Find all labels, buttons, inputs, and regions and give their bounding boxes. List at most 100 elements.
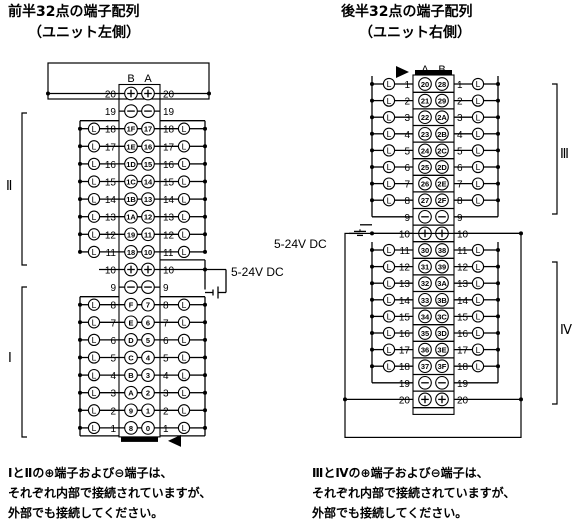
left-terminal-b: B: [128, 371, 134, 380]
left-row-number: 5: [110, 354, 116, 365]
left-row-number: 9: [110, 283, 116, 294]
left-group-lower-label: Ⅰ: [8, 350, 12, 365]
left-load-r-circle: [177, 157, 191, 171]
right-terminal-b: 2A: [437, 113, 447, 122]
left-row-number: 4: [110, 371, 116, 382]
right-terminal-b-circle: [435, 143, 449, 158]
left-row-number-right: 6: [163, 336, 169, 347]
right-terminal-a-circle: [418, 126, 432, 141]
right-load-r: L: [476, 179, 481, 189]
right-terminal-b: 39: [438, 263, 446, 272]
right-row-number-right: 11: [457, 246, 468, 257]
right-row-number: 8: [404, 196, 410, 207]
left-row-number: 14: [105, 195, 117, 206]
right-load-r: L: [476, 361, 481, 371]
right-load-l: L: [387, 179, 392, 189]
right-load-r: L: [476, 345, 481, 355]
left-terminal-a: 5: [146, 336, 150, 345]
left-load-r: L: [182, 388, 187, 398]
left-load-r-circle: [177, 210, 191, 223]
right-row-number-right: 9: [457, 213, 463, 224]
right-row-number-right: 8: [457, 196, 463, 207]
left-load-r-circle: [177, 351, 191, 364]
right-load-l: L: [387, 96, 392, 106]
right-load-r: L: [476, 129, 481, 139]
right-load-r: L: [476, 96, 481, 106]
right-load-r: L: [476, 112, 481, 122]
left-terminal-a: 1: [146, 406, 150, 415]
right-power-label: 5-24V DC: [274, 237, 327, 251]
left-terminal-a: 17: [144, 125, 152, 134]
right-load-r: L: [476, 245, 481, 255]
left-terminal-a-circle: [141, 385, 155, 400]
left-terminal-a: 3: [146, 371, 150, 380]
right-terminal-b-circle: [435, 292, 449, 307]
left-terminal-b: A: [128, 389, 134, 398]
left-load-r: L: [182, 142, 187, 152]
left-note-line1: ⅠとⅡの⊕端子および⊖端子は、: [8, 466, 173, 480]
right-row-number-right: 2: [457, 97, 463, 108]
left-load-r-circle: [177, 175, 191, 188]
right-row-number: 5: [404, 146, 410, 157]
right-terminal-b: 2C: [437, 146, 447, 155]
left-row-number-right: 17: [163, 142, 175, 153]
right-load-l: L: [387, 195, 392, 205]
right-load-l: L: [387, 162, 392, 172]
right-row-number: 15: [399, 312, 411, 323]
left-load-r-circle: [177, 421, 191, 435]
left-terminal-a-circle: [141, 192, 155, 206]
left-terminal-b: 18: [127, 248, 135, 257]
right-terminal-b: 2F: [438, 196, 447, 205]
right-title-line2: （ユニット右側）: [359, 25, 471, 41]
right-load-l: L: [387, 245, 392, 255]
right-row-number-right: 12: [457, 263, 469, 274]
left-title-line2: （ユニット左側）: [28, 25, 140, 41]
right-terminal-a: 37: [421, 362, 429, 371]
left-terminal-b: 9: [129, 406, 133, 415]
left-terminal-a-circle: [141, 174, 155, 189]
right-row-number-right: 4: [457, 130, 463, 141]
left-terminal-a-circle: [141, 403, 155, 418]
right-terminal-a-circle: [418, 359, 432, 374]
right-terminal-b: 3A: [437, 279, 447, 288]
left-load-r-circle: [177, 368, 191, 382]
right-terminal-b-circle: [435, 160, 449, 174]
left-terminal-b-circle: [124, 192, 138, 206]
right-bracket-lower: [552, 261, 558, 405]
left-row-number-right: 4: [163, 371, 169, 382]
left-row-number-right: 19: [163, 107, 175, 118]
left-row-number-right: 18: [163, 125, 175, 136]
right-row-number-right: 15: [457, 312, 469, 323]
left-row-number: 13: [105, 213, 117, 224]
left-terminal-b: C: [128, 354, 134, 363]
right-terminal-a-circle: [418, 143, 432, 158]
right-terminal-b: 3C: [437, 312, 447, 321]
left-load-l: L: [92, 247, 97, 257]
left-terminal-a-circle: [141, 368, 155, 382]
right-terminal-a-circle: [418, 77, 432, 91]
left-load-r-circle: [177, 122, 191, 135]
junction-dot: [519, 397, 523, 402]
left-terminal-a-circle: [141, 350, 155, 365]
junction-dot: [46, 91, 50, 96]
left-terminal-b: 8: [129, 424, 133, 433]
left-load-r: L: [182, 423, 187, 433]
right-terminal-a: 33: [421, 296, 429, 305]
left-load-r-circle: [177, 316, 191, 329]
left-power-label: 5-24V DC: [231, 265, 284, 279]
right-terminal-b-circle: [435, 326, 449, 340]
right-position-arrow: [396, 66, 409, 78]
left-row-number-right: 15: [163, 178, 175, 189]
right-load-r: L: [476, 79, 481, 89]
right-terminal-b-circle: [435, 342, 449, 357]
left-load-l: L: [92, 406, 97, 416]
right-row-number-right: 1: [457, 80, 463, 91]
left-terminal-b: 1B: [126, 195, 136, 204]
left-note-line3: 外部でも接続してください。: [8, 506, 164, 520]
left-row-number: 17: [105, 142, 117, 153]
right-terminal-b-circle: [435, 259, 449, 274]
left-load-r: L: [182, 247, 187, 257]
right-terminal-a-circle: [418, 243, 432, 257]
left-load-l: L: [92, 142, 97, 152]
left-row-number: 2: [110, 406, 116, 417]
